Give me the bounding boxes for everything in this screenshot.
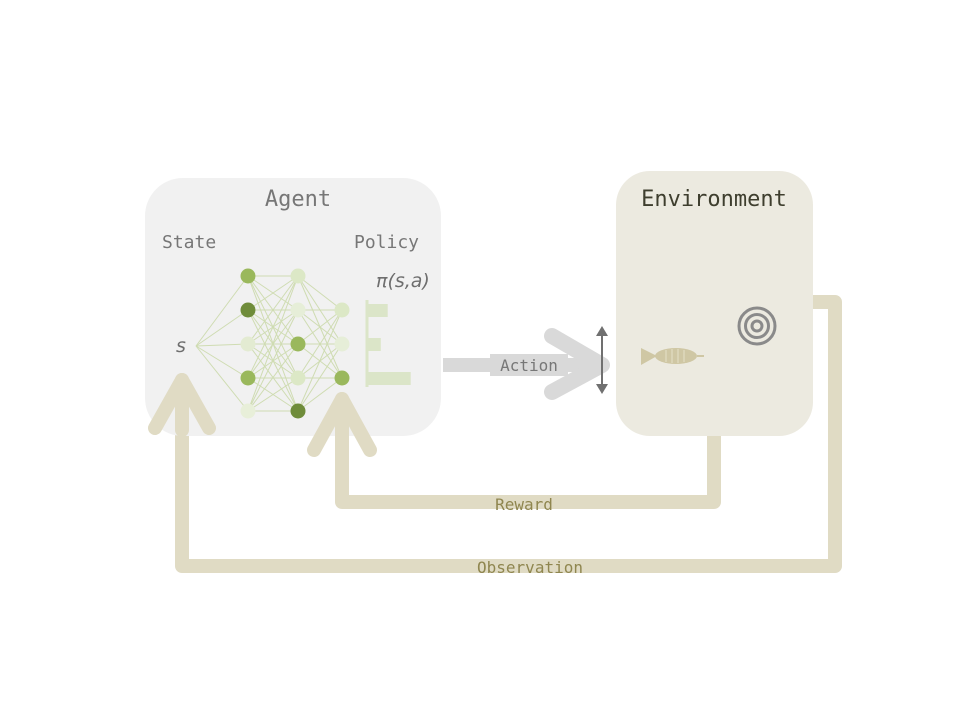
environment-title: Environment xyxy=(641,187,787,212)
observation-arrow xyxy=(175,295,842,573)
network-node xyxy=(240,370,256,386)
state-symbol: s xyxy=(176,335,186,357)
network-connection xyxy=(297,309,343,412)
network-connection xyxy=(195,345,249,412)
network-node xyxy=(240,268,256,284)
reward-label: Reward xyxy=(495,495,553,514)
network-connection xyxy=(247,275,299,379)
network-connection xyxy=(297,343,343,412)
network-connection xyxy=(297,309,343,345)
network-connection xyxy=(247,377,299,412)
agent-panel: Agent State Policy s π(s,a) xyxy=(145,178,441,436)
network-node xyxy=(240,403,256,419)
network-node xyxy=(334,370,350,386)
network-connection xyxy=(195,345,249,379)
network-node xyxy=(290,370,306,386)
network-connection xyxy=(247,275,299,345)
policy-symbol: π(s,a) xyxy=(376,270,430,292)
action-label: Action xyxy=(500,356,558,375)
network-connection xyxy=(297,377,343,412)
network-node xyxy=(290,268,306,284)
network-connection xyxy=(247,309,299,412)
network-node xyxy=(240,302,256,318)
network-connection xyxy=(195,275,249,347)
dart-icon xyxy=(641,348,704,365)
neural-network xyxy=(195,268,350,419)
policy-bar xyxy=(367,372,411,385)
network-connection xyxy=(195,343,249,347)
target-icon xyxy=(737,306,777,346)
network-node xyxy=(290,336,306,352)
environment-panel: Environment xyxy=(616,171,813,436)
policy-bar xyxy=(367,338,381,351)
network-node xyxy=(334,302,350,318)
network-connection xyxy=(247,275,299,311)
network-connection xyxy=(247,275,299,412)
network-node xyxy=(334,336,350,352)
up-down-arrow-icon xyxy=(596,326,608,394)
network-connection xyxy=(297,309,343,379)
network-node xyxy=(240,336,256,352)
agent-title: Agent xyxy=(265,187,331,212)
network-node xyxy=(290,403,306,419)
state-label: State xyxy=(162,232,216,253)
policy-bars xyxy=(365,300,411,387)
network-connection xyxy=(297,275,343,311)
network-connection xyxy=(195,309,249,347)
network-connection xyxy=(247,343,299,412)
observation-label: Observation xyxy=(477,558,583,577)
action-arrow: Action xyxy=(443,328,610,400)
policy-label: Policy xyxy=(354,232,419,253)
feedback-arrowheads xyxy=(148,373,377,459)
network-node xyxy=(290,302,306,318)
policy-bar xyxy=(367,304,388,317)
environment-box xyxy=(616,171,813,436)
